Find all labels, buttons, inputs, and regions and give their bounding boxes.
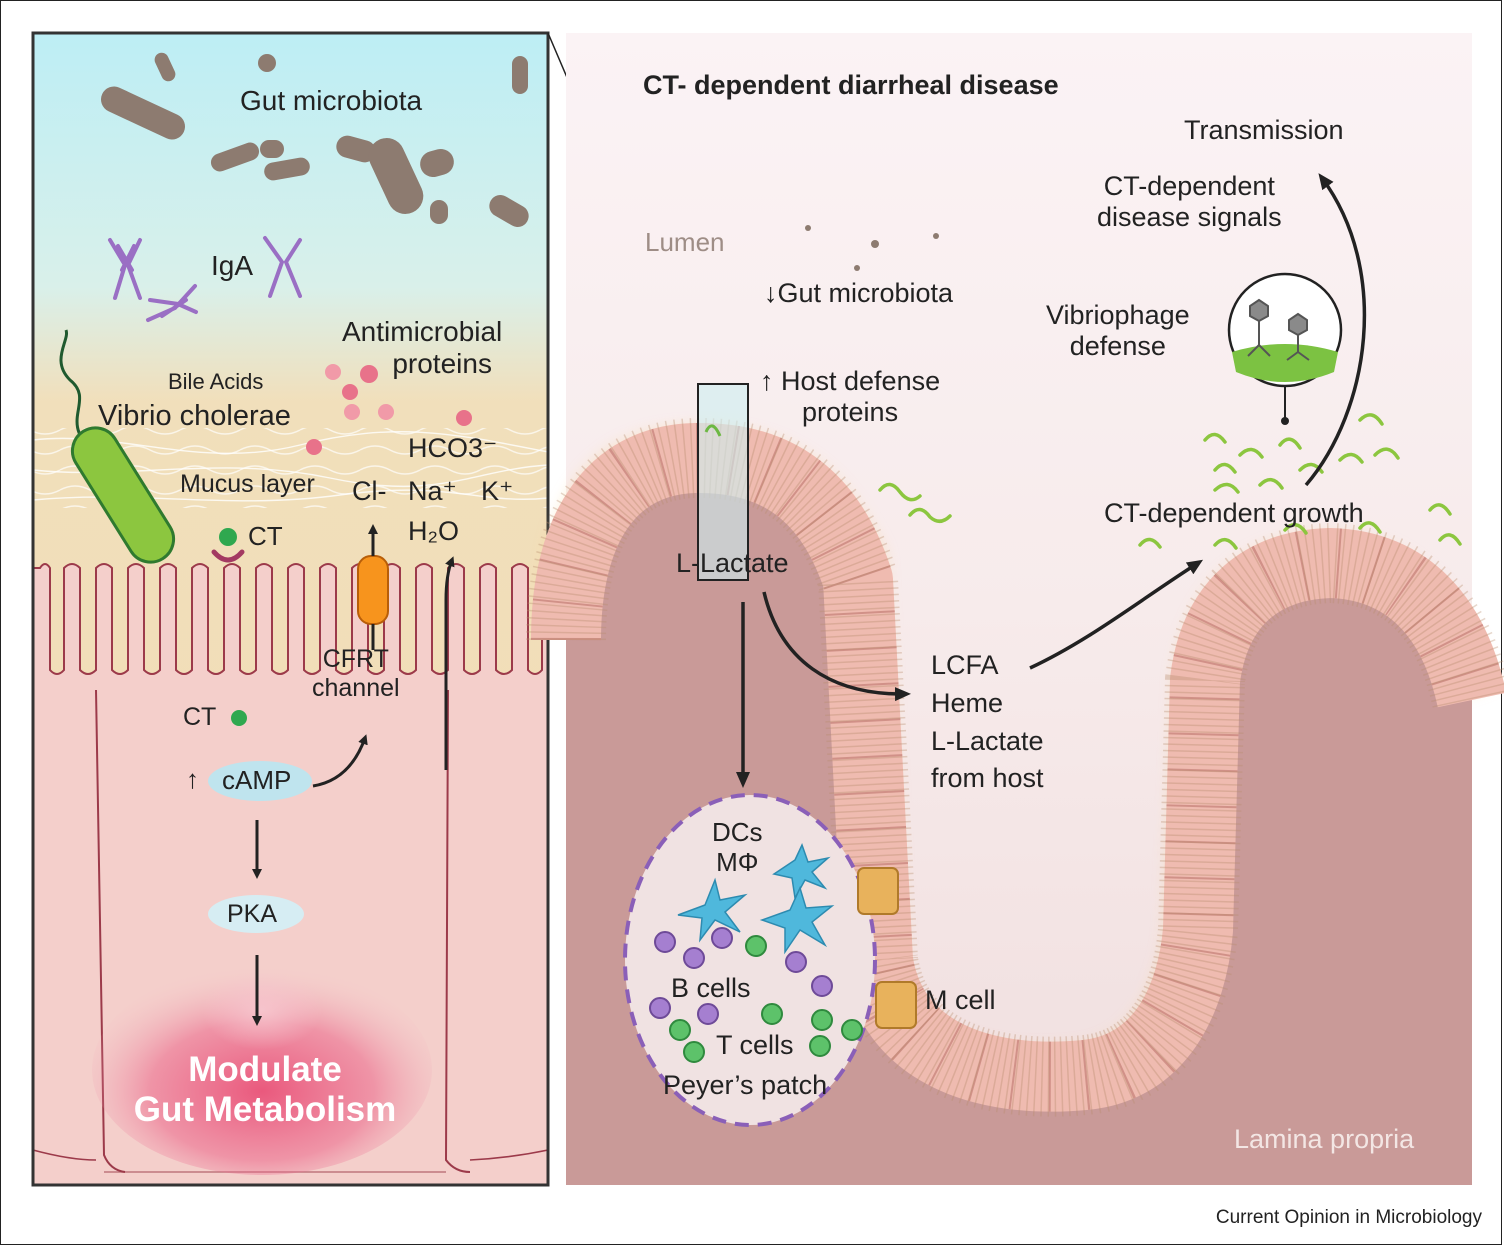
outcome-label: Modulate Gut Metabolism: [100, 1050, 430, 1131]
k-label: K⁺: [481, 476, 514, 506]
vibriophage-line-2: defense: [1069, 331, 1166, 362]
transmission-label: Transmission: [1184, 115, 1344, 145]
vibriophage-defense-label: Vibriophage defense: [1046, 300, 1190, 362]
vibriophage-line-1: Vibriophage: [1046, 300, 1190, 330]
na-label: Na⁺: [408, 476, 457, 506]
ct-growth-label: CT-dependent growth: [1104, 498, 1364, 528]
ct-cytoplasm-label: CT: [183, 703, 217, 731]
cftr-channel-shape: [357, 555, 389, 625]
vibrio-swarm: [878, 413, 1462, 550]
camp-label: cAMP: [222, 765, 292, 795]
host-defense-line-1: ↑ Host defense: [760, 366, 941, 396]
m-cell-2: [875, 981, 917, 1029]
zoom-box: [697, 383, 749, 581]
outcome-line-1: Modulate: [188, 1050, 342, 1089]
pka-oval: [208, 895, 304, 933]
cftr-channel-label: CFRT channel: [312, 645, 400, 703]
lumen-label: Lumen: [645, 227, 725, 257]
antimicrobial-proteins-label: Antimicrobial proteins: [342, 316, 502, 380]
disease-signals-label: CT-dependent disease signals: [1097, 171, 1282, 233]
pka-label: PKA: [227, 900, 278, 928]
epithelium-band: [531, 422, 1504, 1112]
h2o-label: H₂O: [408, 516, 459, 546]
cl-label: Cl-: [352, 476, 387, 506]
gut-microbiota-label: Gut microbiota: [240, 85, 423, 116]
iga-label: IgA: [211, 250, 254, 281]
gut-microbiota-rods: [100, 52, 529, 227]
right-panel: [526, 33, 1504, 1186]
m-cell-1: [857, 867, 899, 915]
m-cell-label: M cell: [925, 985, 996, 1015]
iga-antibodies: [108, 236, 302, 322]
nutrient-from-host: from host: [931, 763, 1044, 794]
macrophage-text: MΦ: [716, 846, 759, 877]
vibrio-cholerae-label: Vibrio cholerae: [98, 400, 291, 432]
peyers-patch-label: Peyer’s patch: [663, 1070, 828, 1100]
b-cells-label: B cells: [671, 973, 751, 1003]
dendritic-cells: [677, 843, 835, 955]
host-nutrients-label: LCFA Heme L-Lactate from host: [931, 647, 1044, 798]
antimicrobial-protein-dots: [306, 364, 472, 455]
lumen-microbiota-particles: [805, 225, 939, 271]
camp-up-arrow: ↑: [186, 764, 199, 794]
l-lactate-label: L-Lactate: [676, 548, 789, 578]
b-cells: [649, 927, 833, 1025]
host-defense-line-2: proteins: [802, 397, 899, 428]
dcs-label: DCs MΦ: [712, 817, 763, 878]
bile-acids-label: Bile Acids: [168, 369, 264, 394]
outcome-line-2: Gut Metabolism: [133, 1090, 397, 1130]
left-panel: [31, 31, 550, 1187]
gut-microbiota-change-label: ↓Gut microbiota: [764, 278, 954, 308]
journal-credit: Current Opinion in Microbiology: [1215, 1207, 1482, 1228]
antimicrobial-line-2: proteins: [392, 348, 492, 380]
ct-receptor: [211, 528, 245, 563]
vibriophage-circle: [1227, 272, 1343, 425]
outcome-glow: [92, 965, 432, 1175]
nutrient-heme: Heme: [931, 687, 1004, 718]
t-cells-label: T cells: [716, 1030, 794, 1060]
lamina-propria-label: Lamina propria: [1234, 1124, 1415, 1154]
camp-oval: [208, 761, 312, 801]
ct-receptor-label: CT: [248, 521, 283, 551]
disease-signals-line-1: CT-dependent: [1103, 171, 1275, 201]
nutrient-l-lactate: L-Lactate: [931, 725, 1044, 756]
cftr-line-1: CFRT: [322, 645, 389, 673]
hco3-label: HCO3⁻: [408, 433, 498, 463]
ct-cytoplasm-dot: [231, 710, 247, 726]
diagram-title: CT- dependent diarrheal disease: [643, 70, 1059, 100]
host-defense-label: ↑ Host defense proteins: [760, 366, 940, 428]
antimicrobial-line-1: Antimicrobial: [342, 316, 503, 347]
nutrient-lcfa: LCFA: [931, 650, 999, 680]
cftr-line-2: channel: [312, 673, 400, 702]
vibrio-cholerae-cell: [59, 329, 176, 564]
disease-signals-line-2: disease signals: [1097, 202, 1282, 233]
t-cells: [669, 935, 863, 1063]
dcs-text: DCs: [712, 817, 763, 847]
mucus-layer-label: Mucus layer: [180, 470, 315, 498]
